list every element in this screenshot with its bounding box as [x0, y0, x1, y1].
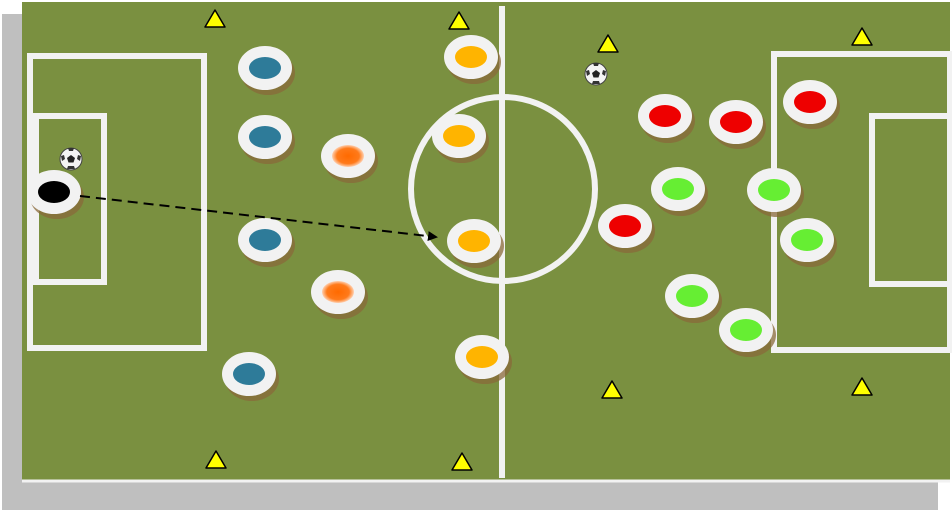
blue-player-disc: [222, 352, 279, 401]
green-player-disc: [665, 274, 722, 323]
orange-player-disc: [321, 134, 378, 183]
red-player-disc: [638, 94, 695, 143]
yellow-player-disc: [455, 335, 512, 384]
cones: [204, 9, 873, 471]
yellow-player-disc: [444, 35, 501, 84]
soccer-ball-icon: [59, 147, 83, 171]
green-player-disc: [747, 168, 804, 217]
green-player-disc: [651, 167, 708, 216]
blue-player-disc: [238, 115, 295, 164]
cone-icon: [851, 377, 873, 396]
blue-player-disc: [238, 46, 295, 95]
cone-icon: [597, 34, 619, 53]
pass-arrow-icon: [79, 195, 438, 242]
blue-player-disc: [238, 218, 295, 267]
black-player-disc: [27, 170, 84, 219]
soccer-balls: [59, 62, 608, 171]
cone-icon: [601, 380, 623, 399]
soccer-ball-icon: [584, 62, 608, 86]
green-player-disc: [780, 218, 837, 267]
cone-icon: [451, 452, 473, 471]
red-player-disc: [598, 204, 655, 253]
player-discs: [27, 35, 840, 401]
red-player-disc: [709, 100, 766, 149]
right-goal-box: [869, 113, 952, 287]
orange-player-disc: [311, 270, 368, 319]
green-player-disc: [719, 308, 776, 357]
cone-icon: [448, 11, 470, 30]
red-player-disc: [783, 80, 840, 129]
centre-circle: [408, 94, 598, 284]
yellow-player-disc: [432, 114, 489, 163]
cone-icon: [851, 27, 873, 46]
cone-icon: [205, 450, 227, 469]
yellow-player-disc: [447, 219, 504, 268]
cone-icon: [204, 9, 226, 28]
